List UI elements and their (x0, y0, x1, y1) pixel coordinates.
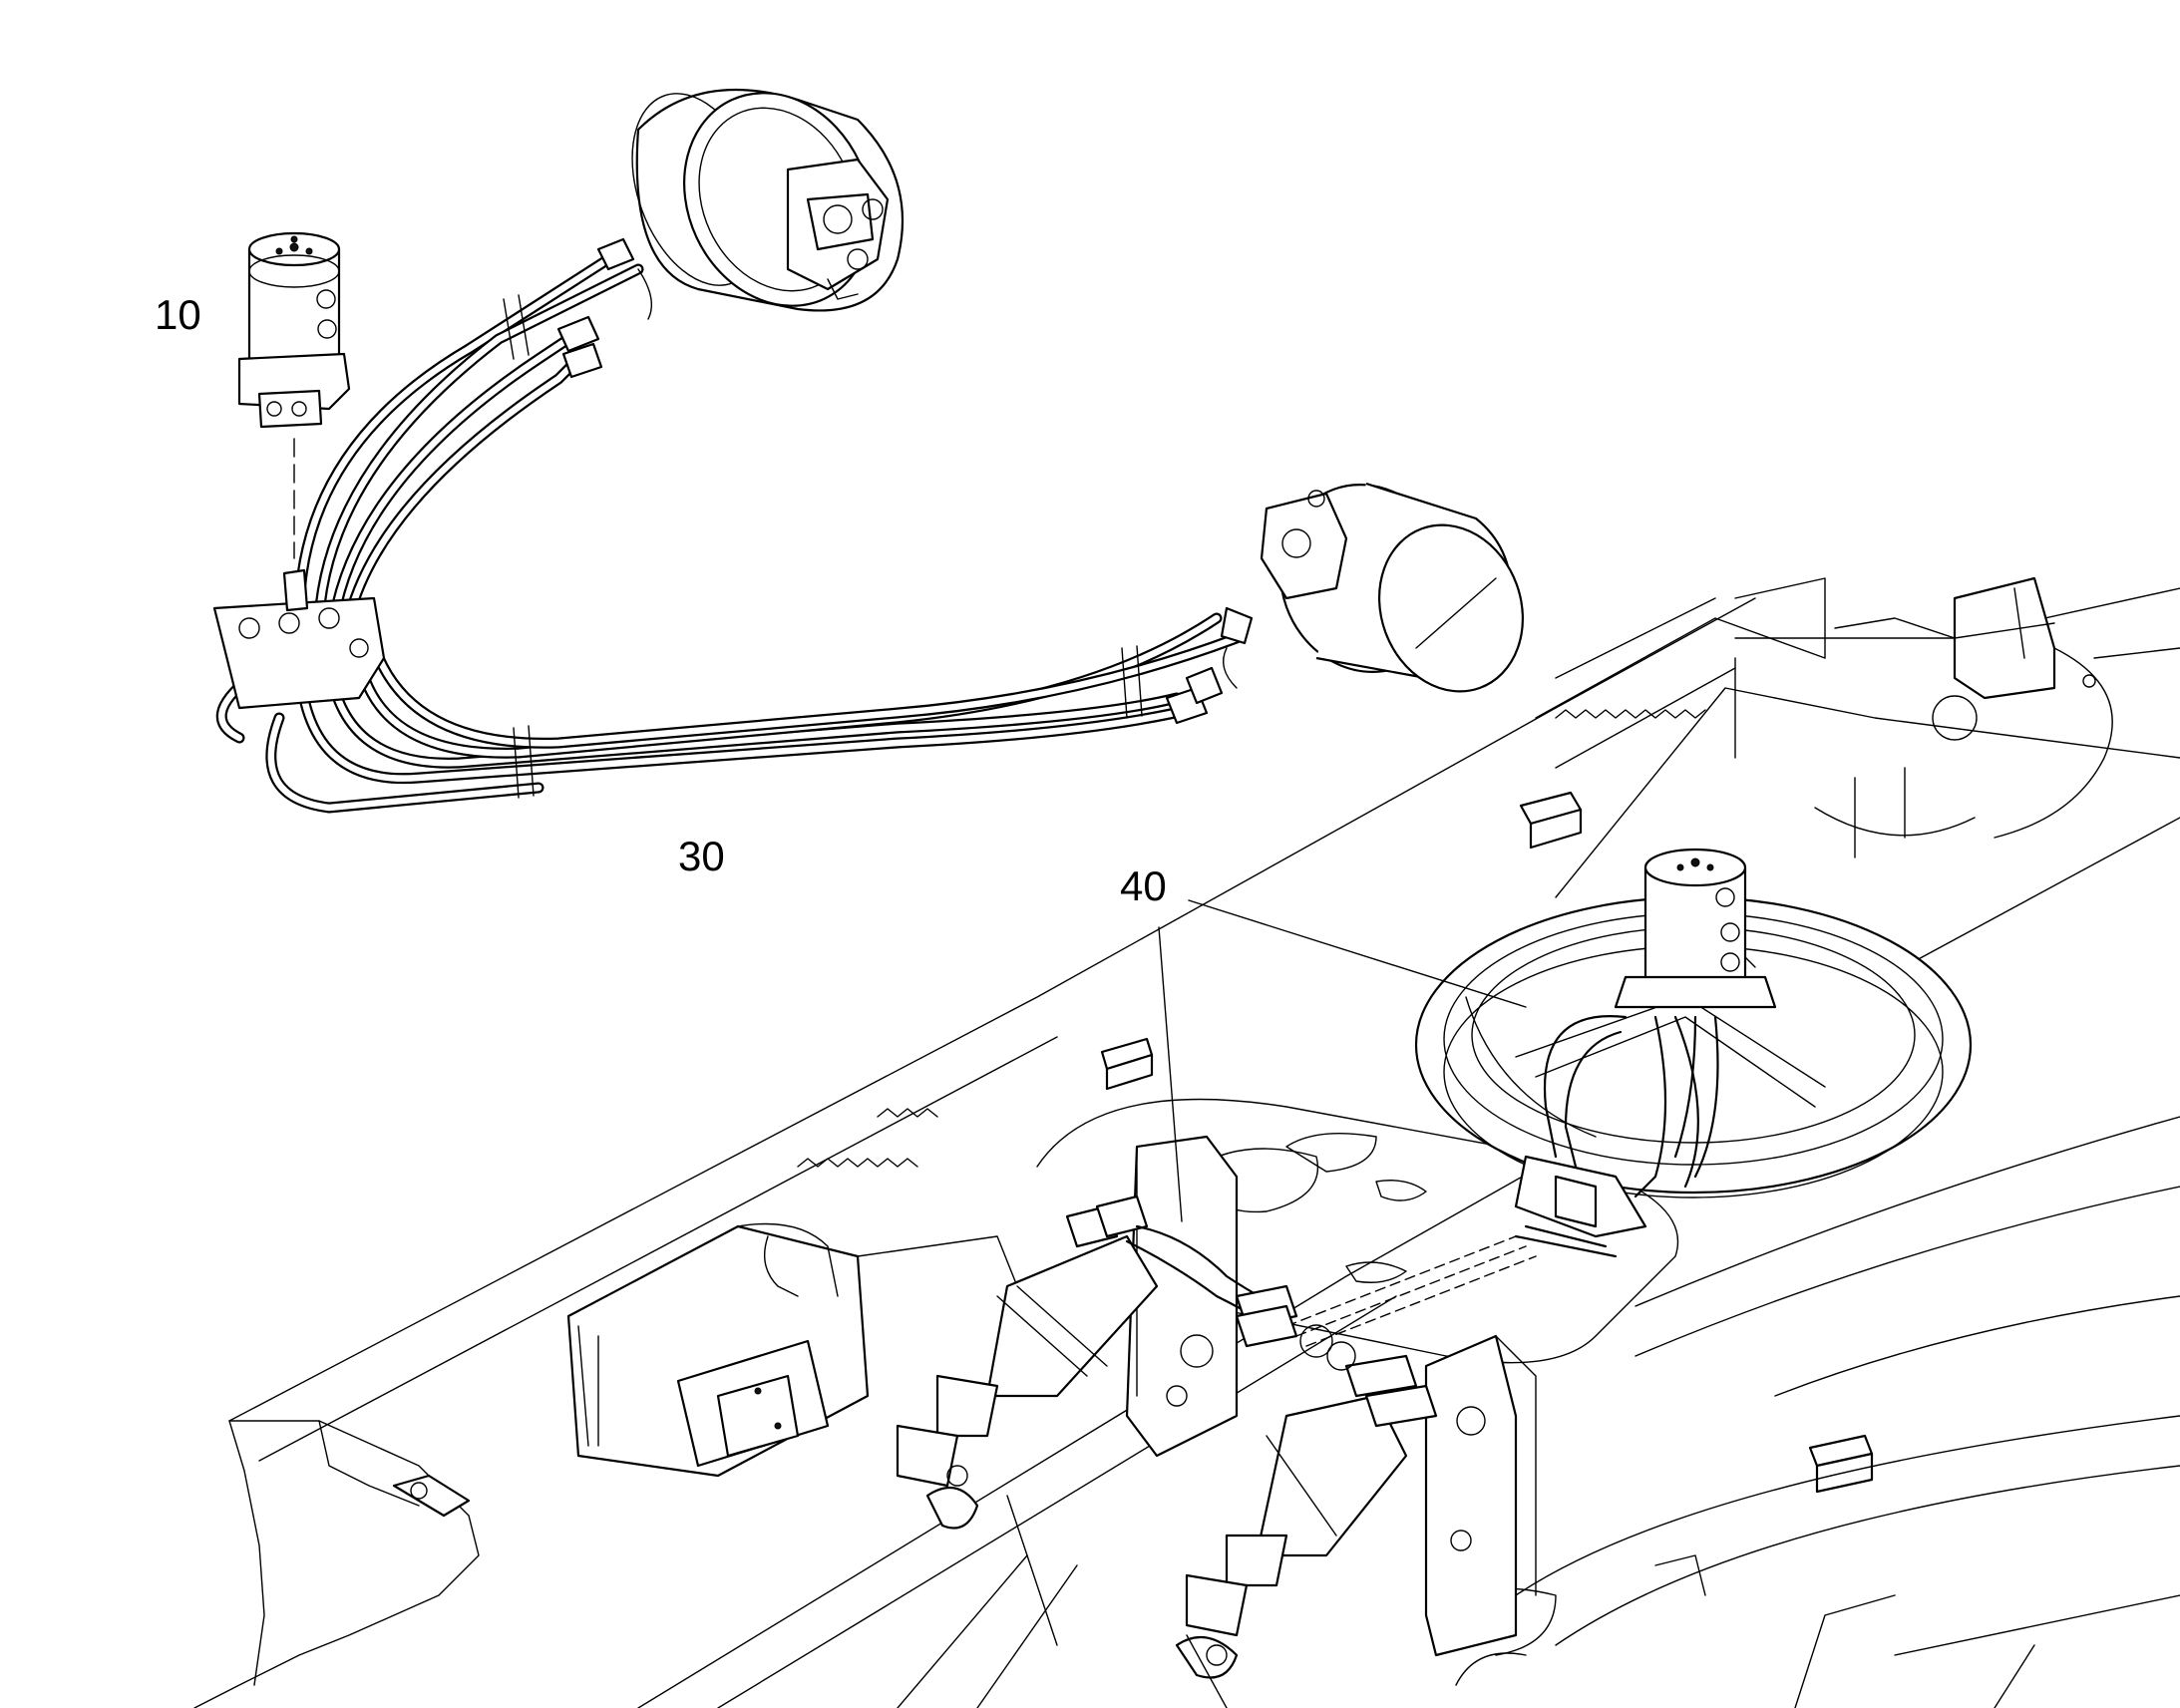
travel-motor-icon-2 (1260, 482, 1525, 693)
callout-40-leaders (1158, 899, 1527, 1222)
rotary-joint-icon (237, 231, 351, 559)
push-frame (566, 1135, 1537, 1708)
callout-40: 40 (1120, 862, 1167, 909)
hose-set-icon (212, 237, 1254, 814)
hoses-installed (1065, 1015, 1719, 1428)
rotary-joint-installed (1614, 848, 1777, 1009)
callout-10: 10 (155, 291, 201, 338)
callout-30: 30 (678, 833, 725, 879)
dozer-blade (193, 1420, 480, 1708)
undercarriage-frame (228, 576, 2180, 1708)
travel-motor-icon (631, 88, 905, 312)
